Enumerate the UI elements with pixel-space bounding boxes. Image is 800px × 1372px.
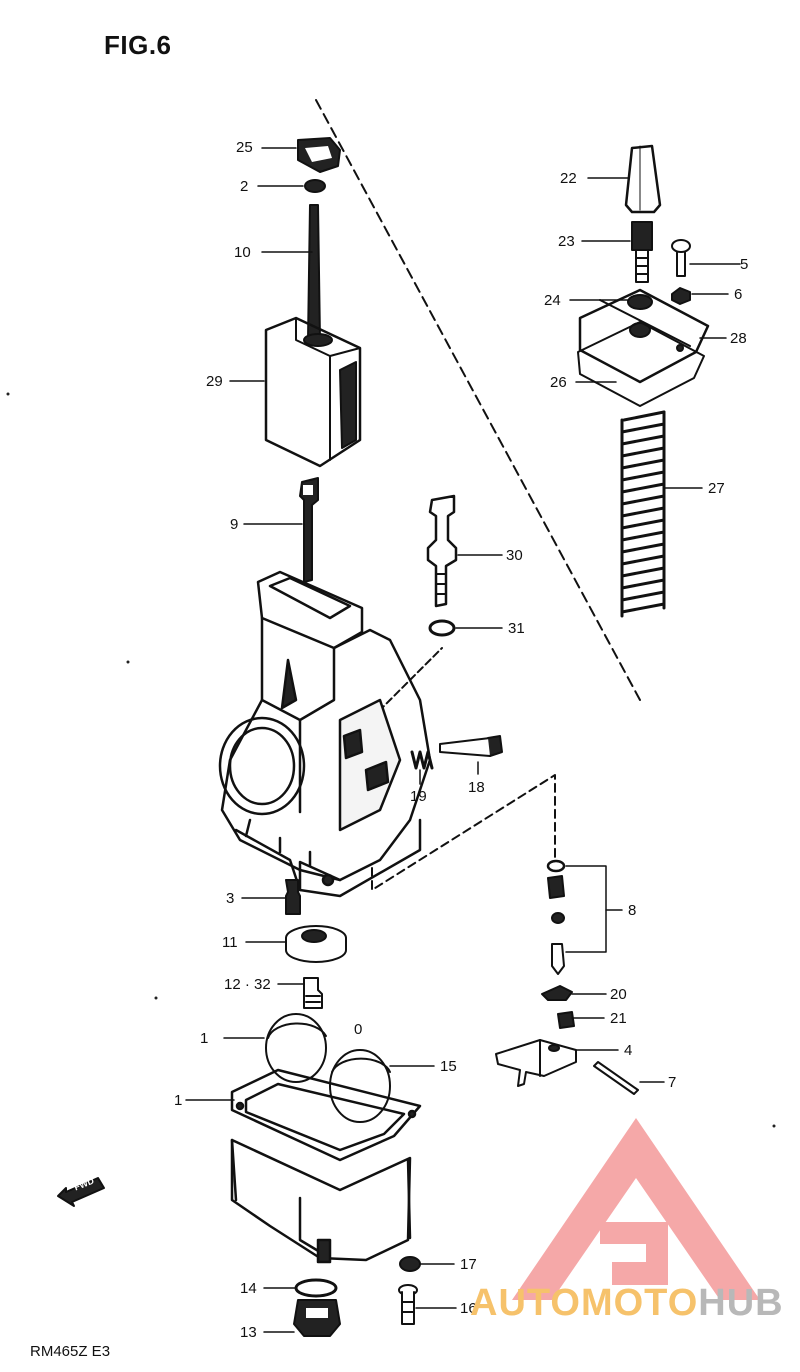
part-11-float-pin-icon [285, 925, 347, 963]
part-25-clip-icon [297, 137, 341, 173]
callout-16: 16 [460, 1300, 477, 1317]
callout-5: 5 [740, 256, 749, 273]
callout-27: 27 [708, 480, 725, 497]
part-30-air-screw-icon [426, 494, 458, 608]
callout-9: 9 [230, 516, 239, 533]
part-float-left-icon [265, 1013, 327, 1083]
callout-6: 6 [734, 286, 743, 303]
callout-4: 4 [624, 1042, 633, 1059]
callout-1: 1 [174, 1092, 183, 1109]
callout-21: 21 [610, 1010, 627, 1027]
callout-2: 2 [240, 178, 249, 195]
callout-3: 3 [226, 890, 235, 907]
callout-19: 19 [410, 788, 427, 805]
part-29-throttle-valve-icon [264, 316, 362, 468]
callout-29: 29 [206, 373, 223, 390]
part-2-e-clip-icon [304, 179, 326, 193]
callout-26: 26 [550, 374, 567, 391]
callout-11: 11 [222, 934, 238, 951]
part-21-screw-icon [557, 1011, 575, 1029]
alignment-dash-line [315, 99, 641, 701]
dashed-bracket-lines [371, 774, 556, 891]
callout-10: 10 [234, 244, 251, 261]
watermark-brand-b: HUB [698, 1282, 784, 1324]
part-10-needle-icon [307, 204, 321, 341]
part-27-spring-icon [620, 410, 666, 624]
part-3-pilot-jet-icon [285, 879, 301, 915]
callout-23: 23 [558, 233, 575, 250]
model-code: RM465Z E3 [30, 1343, 111, 1360]
part-13-drain-plug-icon [293, 1299, 341, 1337]
carburetor-body-icon [218, 570, 432, 898]
part-22-cap-boot-icon [624, 144, 662, 214]
part-7-pin-icon [593, 1061, 639, 1095]
bracket-8 [565, 865, 607, 953]
watermark-logo-icon [512, 1118, 760, 1300]
part-4-lever-bracket-icon [495, 1039, 577, 1087]
callout-20: 20 [610, 986, 627, 1003]
part-8-needle-valve-set-icon [546, 859, 566, 975]
part-20-clip-icon [541, 985, 573, 1001]
callout-8: 8 [628, 902, 637, 919]
callout-22: 22 [560, 170, 577, 187]
part-28-plate-icon [578, 288, 710, 384]
part-15-float-icon [329, 1049, 391, 1123]
part-18-stop-screw-icon [439, 735, 503, 757]
part-14-o-ring-icon [294, 1278, 338, 1298]
callout-14: 14 [240, 1280, 257, 1297]
callout-13: 13 [240, 1324, 257, 1341]
callout-25: 25 [236, 139, 253, 156]
part-12-main-jet-icon [303, 977, 323, 1009]
callout-17: 17 [460, 1256, 477, 1273]
part-26-gasket-icon [577, 321, 705, 407]
callout-30: 30 [506, 547, 523, 564]
part-9-needle-jet-icon [299, 477, 319, 583]
fwd-arrow-icon [57, 1177, 105, 1207]
leader-lines [185, 147, 741, 1333]
callout-28: 28 [730, 330, 747, 347]
callout-31: 31 [508, 620, 525, 637]
callout-1-float: 1 [200, 1030, 209, 1047]
part-5-screw-icon [671, 239, 691, 277]
part-1-float-chamber-icon [230, 1068, 422, 1264]
part-16-bolt-icon [398, 1284, 418, 1325]
callout-0: 0 [354, 1021, 363, 1038]
watermark-text: AUTOMOTOHUB [470, 1282, 784, 1325]
callout-24: 24 [544, 292, 561, 309]
callout-18: 18 [468, 779, 485, 796]
callout-15: 15 [440, 1058, 457, 1075]
part-31-o-ring-icon [428, 619, 456, 637]
part-23-adjuster-icon [631, 221, 653, 283]
watermark-brand-a: AUTOMOTO [470, 1282, 699, 1324]
callout-7: 7 [668, 1074, 677, 1091]
part-17-clip-icon [399, 1256, 421, 1272]
part-6-nut-icon [671, 287, 691, 305]
callout-12-32: 12 · 32 [224, 976, 271, 993]
figure-title: FIG.6 [104, 30, 172, 60]
